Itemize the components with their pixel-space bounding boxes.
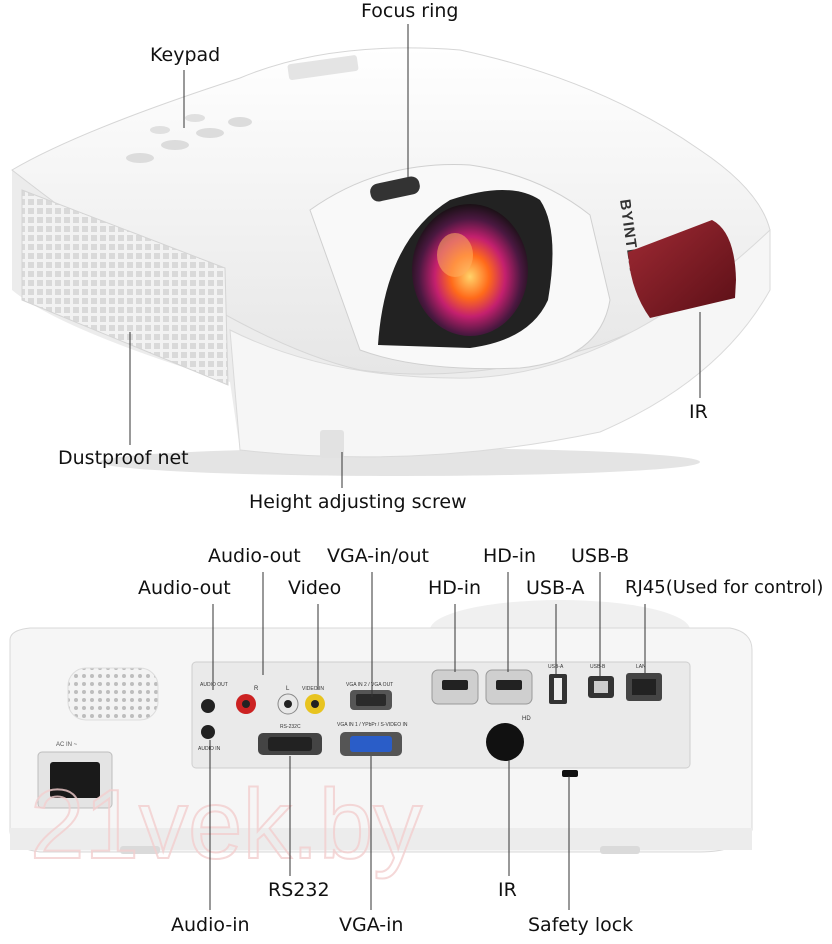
ir-receiver-rear: [486, 723, 524, 761]
panel-label-vga-in1: VGA IN 1 / YPbPr / S-VIDEO IN: [337, 722, 408, 728]
dustproof-net-grille: [21, 189, 229, 386]
label-height-screw: Height adjusting screw: [249, 491, 467, 513]
projector-front-view: BYINTEK: [11, 47, 771, 476]
label-audio-out-top: Audio-out: [208, 545, 301, 567]
label-video: Video: [288, 577, 342, 599]
panel-label-r: R: [254, 686, 259, 692]
label-ir-front: IR: [689, 401, 708, 423]
label-rj45: RJ45(Used for control): [625, 577, 824, 598]
label-dustproof-net: Dustproof net: [58, 447, 189, 469]
panel-label-video-in: VIDEO IN: [302, 686, 324, 692]
panel-label-lan: LAN: [636, 664, 646, 670]
audio-out-jack: [201, 699, 215, 713]
label-hd-in-top: HD-in: [483, 545, 537, 567]
panel-label-vga-in2-out: VGA IN 2 / VGA OUT: [346, 682, 393, 688]
label-vga-in-out: VGA-in/out: [327, 545, 429, 567]
label-focus-ring: Focus ring: [361, 0, 459, 22]
label-vga-in: VGA-in: [339, 914, 404, 936]
label-audio-in: Audio-in: [171, 914, 250, 936]
label-ir-rear: IR: [498, 879, 517, 901]
label-usb-b: USB-B: [571, 545, 630, 567]
label-rs232: RS232: [268, 879, 330, 901]
panel-label-ac-in: AC IN ~: [56, 742, 78, 748]
focus-ring: [370, 176, 420, 202]
panel-label-l: L: [286, 686, 290, 692]
leader-lines-bottom: [209, 572, 646, 910]
audio-in-jack: [201, 725, 215, 739]
label-safety-lock: Safety lock: [528, 914, 634, 936]
label-hd-in-left: HD-in: [428, 577, 482, 599]
panel-label-hd: HD: [522, 716, 531, 722]
label-keypad: Keypad: [150, 44, 221, 66]
panel-label-audio-in: AUDIO IN: [198, 746, 221, 752]
projector-rear-view: AUDIO OUT AUDIO IN R L VIDEO IN VGA IN 2…: [9, 600, 753, 854]
label-audio-out-left: Audio-out: [138, 577, 231, 599]
label-usb-a: USB-A: [526, 577, 585, 599]
lens: [412, 204, 528, 336]
keypad: [126, 114, 252, 163]
ir-window-front: [628, 220, 736, 318]
panel-label-usb-b: USB-B: [590, 664, 606, 670]
safety-lock-slot: [562, 770, 578, 777]
speaker-grille: [67, 667, 159, 721]
panel-label-rs232c: RS-232C: [280, 724, 301, 730]
leader-lines-top: [129, 24, 701, 488]
watermark: 21vek.by: [30, 769, 422, 879]
panel-label-audio-out: AUDIO OUT: [200, 682, 228, 688]
